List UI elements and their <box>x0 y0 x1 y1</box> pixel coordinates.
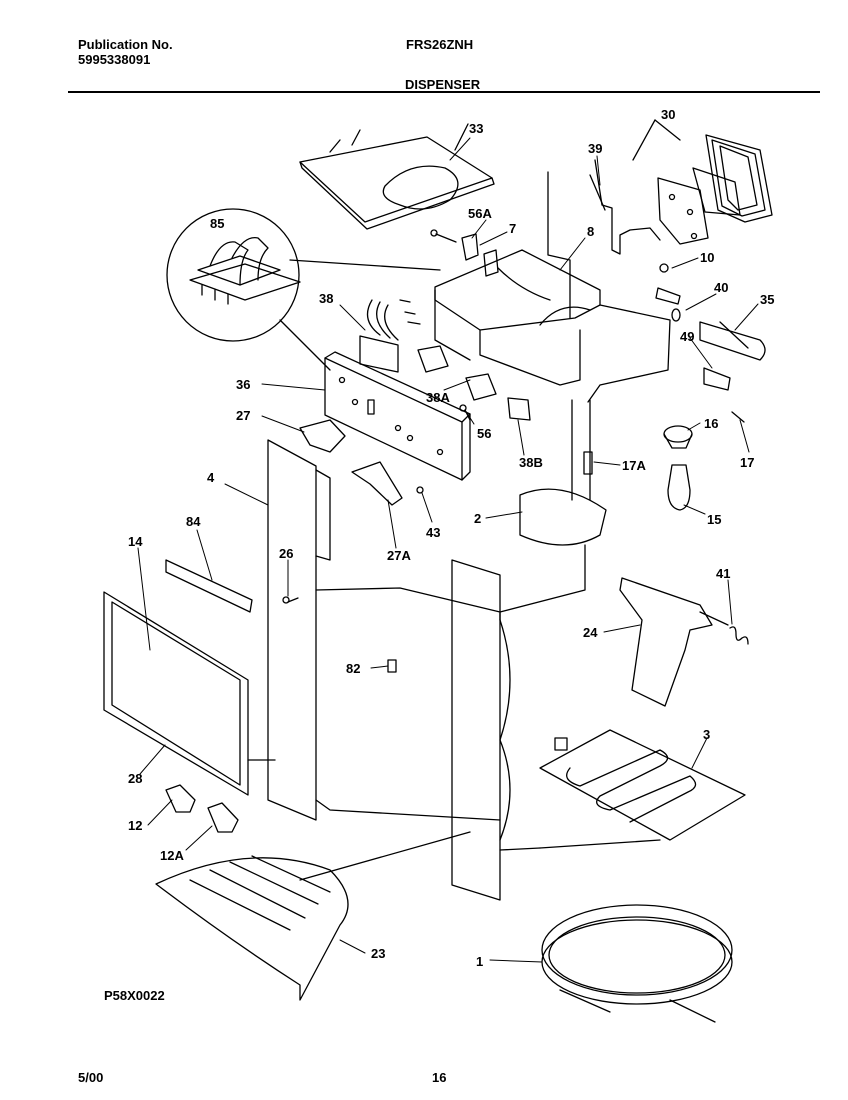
part-49-bracket <box>703 367 731 391</box>
part-17a-screw <box>583 451 593 475</box>
model-number: FRS26ZNH <box>406 37 474 52</box>
part-label: 56A <box>468 206 492 221</box>
publication-label: Publication No. <box>78 37 173 52</box>
part-43-screw <box>416 486 424 494</box>
part-label: 26 <box>279 546 293 561</box>
part-27a-lever <box>351 461 403 506</box>
part-label: 41 <box>716 566 730 581</box>
figure-code: P58X0022 <box>104 988 165 1003</box>
part-label: 10 <box>700 250 714 265</box>
part-84-strip <box>165 559 253 613</box>
part-27-actuator <box>299 419 346 453</box>
part-label: 17 <box>740 455 754 470</box>
part-3-heater-pad <box>499 729 746 851</box>
header-rule <box>68 91 820 93</box>
part-label: 14 <box>128 534 143 549</box>
part-label: 33 <box>469 121 483 136</box>
part-10-clip <box>655 263 681 305</box>
part-label: 38B <box>519 455 543 470</box>
part-label: 84 <box>186 514 201 529</box>
part-label: 38A <box>426 390 450 405</box>
part-label: 38 <box>319 291 333 306</box>
leader-lines <box>137 137 759 963</box>
part-35-tube <box>699 321 766 361</box>
page-number: 16 <box>432 1070 447 1085</box>
part-7-clips <box>461 233 499 277</box>
part-label: 82 <box>346 661 360 676</box>
part-label: 1 <box>476 954 483 969</box>
part-label: 23 <box>371 946 385 961</box>
part-label: 7 <box>509 221 516 236</box>
part-41-spring <box>729 626 749 645</box>
part-label: 40 <box>714 280 728 295</box>
part-24-actuator-arm <box>619 577 729 707</box>
part-label: 2 <box>474 511 481 526</box>
part-label: 39 <box>588 141 602 156</box>
part-15-bulb <box>667 464 691 511</box>
part-30-trim <box>632 119 773 245</box>
part-label: 17A <box>622 458 646 473</box>
part-label: 35 <box>760 292 774 307</box>
part-38a-switch <box>417 345 497 401</box>
part-right-panel <box>451 559 511 901</box>
part-label: 15 <box>707 512 721 527</box>
part-label: 36 <box>236 377 250 392</box>
part-label: 8 <box>587 224 594 239</box>
part-38b-switch <box>507 397 531 421</box>
part-36-control-board <box>324 351 471 481</box>
part-label: 12A <box>160 848 184 863</box>
publication-number: 5995338091 <box>78 52 151 67</box>
part-label: 30 <box>661 107 675 122</box>
part-16-socket <box>663 425 693 449</box>
part-label: 85 <box>210 216 224 231</box>
part-2-chute <box>499 399 607 613</box>
part-label: 4 <box>207 470 215 485</box>
part-39-wire-harness <box>589 159 661 255</box>
part-label: 24 <box>583 625 598 640</box>
part-label: 3 <box>703 727 710 742</box>
part-12a-clip <box>207 802 239 833</box>
part-label: 28 <box>128 771 142 786</box>
part-label: 12 <box>128 818 142 833</box>
part-label: 56 <box>477 426 491 441</box>
part-label: 49 <box>680 329 694 344</box>
part-82-screw <box>387 659 397 673</box>
part-12-clip <box>165 784 196 813</box>
part-labels: 33 30 39 56A 7 8 85 10 40 35 38 49 36 38… <box>128 107 774 969</box>
part-8-dispenser-housing <box>434 171 671 403</box>
part-56a-screw <box>430 229 457 243</box>
part-17-screw <box>731 411 745 423</box>
part-1-tubing-coil <box>541 904 733 1023</box>
part-33-cover-plate <box>299 123 495 230</box>
section-title: DISPENSER <box>405 77 481 92</box>
part-label: 27A <box>387 548 411 563</box>
part-38-connector <box>359 299 421 373</box>
part-56-screw <box>459 404 471 421</box>
part-14-door-pad <box>103 591 276 796</box>
part-40-fitting <box>671 308 681 322</box>
footer-date: 5/00 <box>78 1070 104 1085</box>
part-23-drip-tray <box>155 831 471 1001</box>
part-label: 16 <box>704 416 718 431</box>
part-label: 27 <box>236 408 250 423</box>
part-label: 43 <box>426 525 440 540</box>
part-26-screw <box>282 596 299 604</box>
part-85-transformer-inset <box>166 208 441 371</box>
